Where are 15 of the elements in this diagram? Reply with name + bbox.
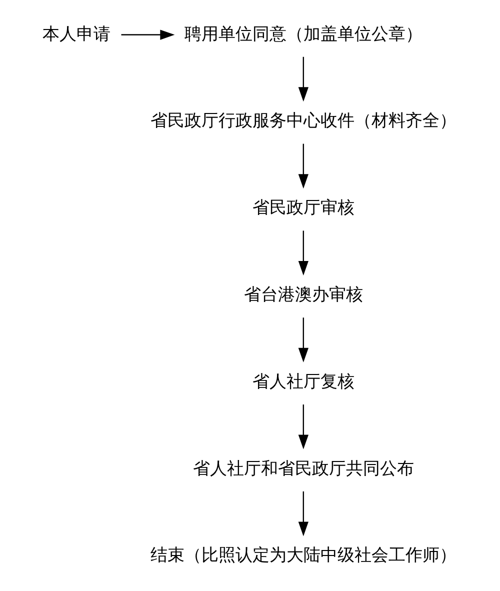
node-text: 省台港澳办审核 (244, 284, 363, 304)
node-text: 省人社厅和省民政厅共同公布 (192, 458, 414, 478)
node-text: 省人社厅复核 (252, 370, 354, 391)
node-text: 省民政厅行政服务中心收件（材料齐全） (150, 110, 456, 130)
arrow (298, 318, 308, 362)
arrow (298, 230, 308, 276)
arrow (298, 491, 308, 536)
arrow (121, 30, 175, 40)
node-text: 省民政厅审核 (252, 197, 354, 218)
node-text: 本人申请 (42, 23, 110, 44)
arrow (298, 144, 308, 189)
arrow (298, 404, 308, 450)
node-text: 结束（比照认定为大陆中级社会工作师） (150, 544, 456, 565)
node-text: 聘用单位同意（加盖单位公章） (184, 23, 422, 44)
arrow (298, 56, 308, 102)
